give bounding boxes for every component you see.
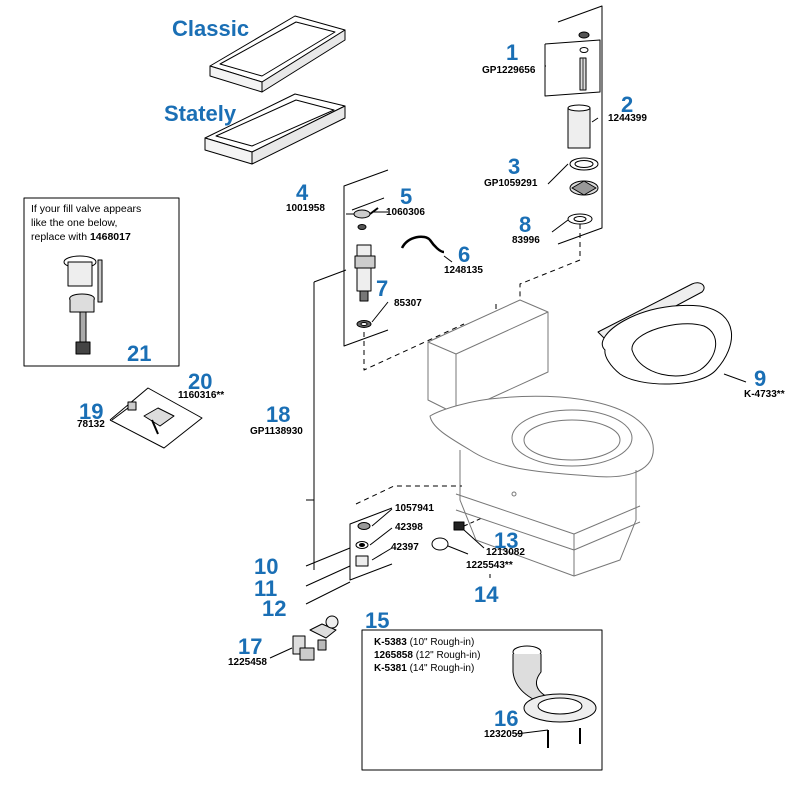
callout-4-number: 4 (296, 180, 309, 205)
callout-17-part-number: 1225458 (228, 657, 267, 668)
callout-14-number: 14 (474, 582, 499, 607)
callout-8-part-number: 83996 (512, 235, 540, 246)
inset-note-line-1: If your fill valve appears (31, 203, 142, 215)
callout-18-number: 18 (266, 402, 291, 427)
callout-18-part-number: GP1138930 (250, 426, 303, 437)
callout-17-number: 17 (238, 634, 263, 659)
callout-5-number: 5 (400, 184, 413, 209)
callout-20-number: 20 (188, 369, 213, 394)
rough-in-note: (10" Rough-in) (406, 637, 475, 648)
callout-10-part-number: 1057941 (395, 503, 434, 514)
rough-in-options-list: K-5383 (10" Rough-in) 1265858 (12" Rough… (374, 636, 480, 675)
inset-note-line-2: like the one below, (31, 217, 118, 230)
callout-9-number: 9 (754, 366, 767, 391)
toilet-seat (597, 282, 733, 385)
rough-in-part-number: K-5383 (374, 637, 407, 648)
stately-variant-label: Stately (164, 101, 237, 126)
supply-shutoff (292, 615, 339, 661)
callout-13-part-number: 1213082 (486, 547, 525, 558)
callout-19-number: 19 (79, 399, 104, 424)
callout-4-part-number: 1001958 (286, 203, 325, 214)
callout-2-number: 2 (621, 92, 634, 117)
fill-valve-dashed-leader (363, 323, 465, 371)
callout-7-number: 7 (376, 276, 389, 301)
callout-15-number: 15 (365, 608, 390, 633)
rough-in-option: K-5383 (10" Rough-in) (374, 636, 480, 649)
classic-tank-lid (209, 15, 346, 93)
callout-6-number: 6 (458, 242, 471, 267)
toilet-body-outline (427, 299, 654, 577)
callout-10-number: 10 (254, 554, 279, 579)
callout-21-number: 21 (127, 341, 152, 366)
callout-20-part-number: 1160316** (178, 390, 225, 401)
bolt-parts-bracket (349, 507, 393, 581)
callout-13-number: 13 (494, 528, 519, 553)
inset-note-prefix: replace with (31, 231, 90, 244)
rough-in-option: 1265858 (12" Rough-in) (374, 649, 480, 662)
callout-12-number: 12 (262, 596, 287, 621)
fill-valve-inset-note: If your fill valve appears like the one … (31, 202, 177, 245)
callout-5-part-number: 1060306 (386, 207, 425, 218)
replacement-part-number: 1468017 (89, 231, 131, 244)
rough-in-part-number: K-5381 (374, 663, 407, 674)
bolts-dashed-leader (355, 485, 462, 505)
callout-2-part-number: 1244399 (608, 113, 647, 124)
inset-note-line-3: replace with 1468017 (31, 230, 177, 244)
bracket-18-top (313, 269, 347, 283)
stately-tank-lid (204, 93, 346, 165)
rough-in-note: (14" Rough-in) (406, 663, 475, 674)
callout-11-number: 11 (254, 576, 278, 601)
callout-16-number: 16 (494, 706, 519, 731)
callout-6-part-number: 1248135 (444, 265, 483, 276)
callout-1-part-number: GP1229656 (482, 65, 536, 76)
callout-leaders (111, 65, 747, 735)
rough-in-note: (12" Rough-in) (412, 650, 481, 661)
callout-7-part-number: 85307 (394, 298, 422, 309)
inset-fill-valve-drawing (63, 255, 103, 355)
callout-1-number: 1 (506, 40, 519, 65)
callout-11-part-number: 42398 (395, 522, 423, 533)
callout-3-part-number: GP1059291 (484, 178, 538, 189)
callout-8-number: 8 (519, 212, 532, 237)
classic-variant-label: Classic (172, 16, 250, 41)
callout-16-part-number: 1232059 (484, 729, 523, 740)
callout-12-part-number: 42397 (391, 542, 419, 553)
bolt-cap-parts (431, 517, 483, 551)
rough-in-adapter-drawing (512, 645, 597, 748)
callout-19-part-number: 78132 (77, 419, 105, 430)
flush-valve-bracket (544, 5, 603, 245)
rough-in-part-number: 1265858 (374, 650, 413, 661)
callout-14-part-number: 1225543** (466, 560, 513, 571)
trip-lever-bracket (109, 387, 203, 449)
callout-3-number: 3 (508, 154, 521, 179)
fill-valve-bracket (343, 169, 445, 347)
rough-in-option: K-5381 (14" Rough-in) (374, 662, 480, 675)
callout-9-part-number: K-4733** (744, 389, 785, 400)
